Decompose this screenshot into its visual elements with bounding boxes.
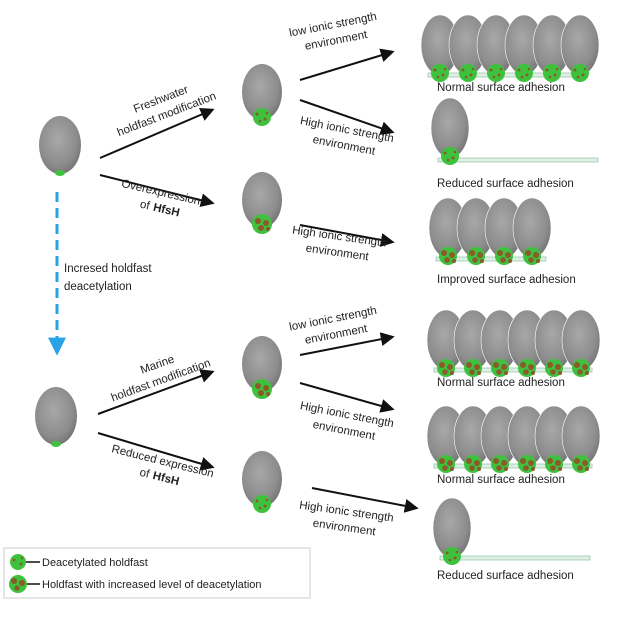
arrow-marine <box>97 369 215 415</box>
mid-cell-3 <box>242 336 282 399</box>
holdfast-brown <box>523 247 541 265</box>
holdfast-brown <box>572 455 590 473</box>
mid-cell-1 <box>242 64 282 126</box>
arrow-env-3 <box>299 224 395 247</box>
outcome-cells-1 <box>420 14 600 82</box>
holdfast-green <box>459 64 477 82</box>
arrow-reduced <box>97 432 215 471</box>
mid-cell-2 <box>242 172 282 234</box>
legend-icon-increased <box>9 575 27 593</box>
reduced-label-3: HfsH <box>151 470 180 488</box>
surface-6 <box>439 555 591 561</box>
arrow-overexpression <box>99 174 215 208</box>
arrow-env-4 <box>299 332 395 356</box>
holdfast-brown <box>491 455 509 473</box>
legend-label-increased: Holdfast with increased level of deacety… <box>42 579 262 591</box>
holdfast-brown <box>545 455 563 473</box>
outcome-label-6: Reduced surface adhesion <box>437 570 574 582</box>
arrow-env-6 <box>311 487 419 513</box>
mid-cell-4 <box>242 451 282 513</box>
overexpression-label-3: HfsH <box>152 202 181 220</box>
holdfast-brown <box>464 359 482 377</box>
holdfast-brown <box>437 359 455 377</box>
holdfast-brown <box>572 359 590 377</box>
holdfast-brown <box>437 455 455 473</box>
deacetylation-label-1: Incresed holdfast <box>64 263 152 275</box>
holdfast-green <box>431 64 449 82</box>
reduced-label-2: of <box>138 467 151 481</box>
surface-5 <box>433 463 593 469</box>
holdfast-brown <box>467 247 485 265</box>
outcome-label-3: Improved surface adhesion <box>437 274 576 286</box>
holdfast-green <box>441 147 459 165</box>
holdfast-green <box>515 64 533 82</box>
holdfast-small-1 <box>55 170 65 176</box>
arrow-env-5 <box>299 382 395 413</box>
holdfast-brown <box>491 359 509 377</box>
legend-icon-deacetylated <box>10 554 26 570</box>
holdfast-brown <box>518 359 536 377</box>
legend: Deacetylated holdfast Holdfast with incr… <box>3 547 311 599</box>
outcome-groups <box>420 14 601 565</box>
outcome-cells-3 <box>428 197 552 265</box>
deacetylation-label-2: deacetylation <box>64 281 132 293</box>
outcome-label-4: Normal surface adhesion <box>437 377 565 389</box>
holdfast-green <box>443 547 461 565</box>
outcome-cells-6 <box>432 497 591 565</box>
holdfast-green <box>571 64 589 82</box>
surface-1 <box>427 72 587 78</box>
start-cell-marine <box>35 387 77 447</box>
overexpression-label-2: of <box>139 199 152 213</box>
outcome-label-1: Normal surface adhesion <box>437 82 565 94</box>
holdfast-brown <box>439 247 457 265</box>
outcome-label-2: Reduced surface adhesion <box>437 178 574 190</box>
legend-label-deacetylated: Deacetylated holdfast <box>42 557 148 569</box>
holdfast-brown <box>495 247 513 265</box>
surface-2 <box>437 157 599 163</box>
holdfast-green-1 <box>253 108 271 126</box>
holdfast-brown <box>464 455 482 473</box>
holdfast-green-2 <box>253 495 271 513</box>
arrow-env-1 <box>299 48 395 81</box>
outcome-cells-5 <box>426 405 601 473</box>
arrow-freshwater <box>99 107 215 159</box>
outcome-cells-4 <box>426 309 601 377</box>
holdfast-brown-1 <box>252 214 272 234</box>
holdfast-green <box>543 64 561 82</box>
surface-4 <box>433 367 593 373</box>
surface-3 <box>435 256 547 262</box>
outcome-label-5: Normal surface adhesion <box>437 474 565 486</box>
arrow-env-2 <box>299 99 395 135</box>
start-cell-freshwater <box>39 116 81 176</box>
holdfast-brown <box>545 359 563 377</box>
holdfast-brown-2 <box>252 379 272 399</box>
holdfast-brown <box>518 455 536 473</box>
holdfast-green <box>487 64 505 82</box>
holdfast-small-2 <box>51 441 61 447</box>
outcome-cells-2 <box>430 97 599 165</box>
